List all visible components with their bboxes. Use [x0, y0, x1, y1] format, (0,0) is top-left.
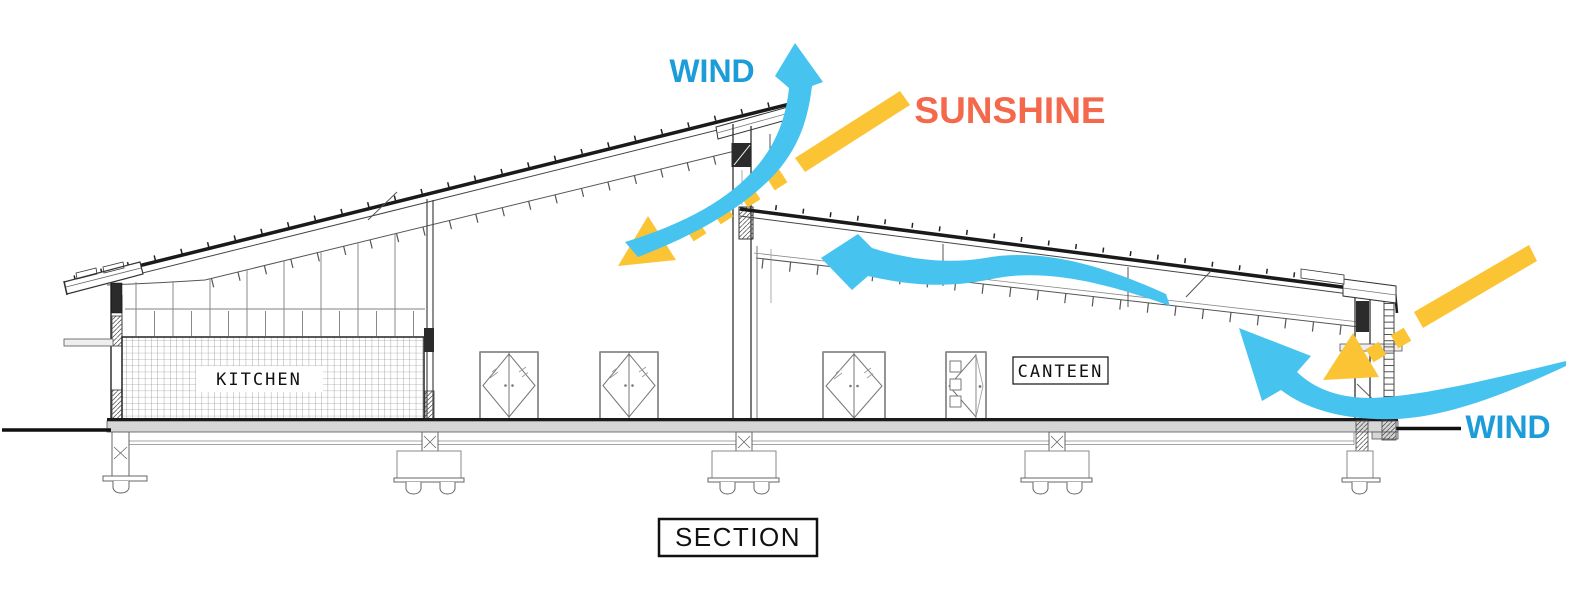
sunshine-label: SUNSHINE	[914, 90, 1105, 131]
kitchen-block: KITCHEN	[121, 336, 425, 421]
wind-arrows	[625, 43, 1566, 420]
kitchen-right-column	[424, 199, 435, 420]
left-interior-panels	[125, 233, 425, 336]
floor-slab	[106, 420, 1399, 433]
pier-1	[102, 431, 148, 494]
wind-label-right: WIND	[1465, 409, 1550, 445]
left-roof-underline	[69, 111, 791, 292]
right-roof-joint	[1185, 270, 1212, 298]
left-ledge	[63, 338, 114, 347]
kitchen-label-patch	[196, 366, 323, 392]
double-door-2	[599, 351, 659, 420]
doors	[479, 351, 987, 421]
clerestory-sill-box	[738, 206, 754, 240]
right-roof-line	[739, 207, 1397, 296]
wind-arrow-up	[625, 43, 823, 257]
pier-4	[1020, 431, 1093, 495]
sunshine-arrows	[618, 91, 1537, 380]
pier-3	[707, 431, 780, 495]
section-caption-box: SECTION	[657, 517, 819, 558]
sun-ray-shaft-center	[795, 91, 910, 172]
double-door-1	[479, 351, 539, 420]
single-door	[945, 351, 987, 421]
kitchen-label: KITCHEN	[216, 370, 302, 390]
canteen-label-box: CANTEEN	[1012, 356, 1109, 385]
floor-foundation	[2, 418, 1461, 495]
sun-ray-shaft-right	[1414, 245, 1537, 328]
pier-2	[393, 431, 465, 495]
canteen-label: CANTEEN	[1018, 362, 1104, 382]
left-wall	[63, 282, 123, 420]
sun-ray-head-right	[1323, 333, 1379, 380]
double-door-3	[822, 351, 886, 421]
section-caption: SECTION	[675, 522, 801, 552]
right-roof-underline	[739, 215, 1397, 301]
left-roof-seam-ticks	[73, 97, 789, 281]
sun-ray-dash	[1365, 341, 1387, 363]
wind-arrow-ceiling	[821, 234, 1170, 306]
wind-arrow-inlet	[1239, 328, 1566, 420]
left-roof-line	[65, 102, 791, 286]
wind-label-top: WIND	[669, 53, 754, 89]
left-roof-joint	[367, 191, 398, 221]
left-soffit-line	[106, 150, 736, 286]
left-building: KITCHEN	[63, 97, 791, 421]
pier-5	[1341, 420, 1397, 495]
left-eave-detail	[63, 261, 144, 296]
sun-ray-dash	[1390, 327, 1412, 349]
left-ceiling-hanger-ticks	[210, 151, 734, 288]
